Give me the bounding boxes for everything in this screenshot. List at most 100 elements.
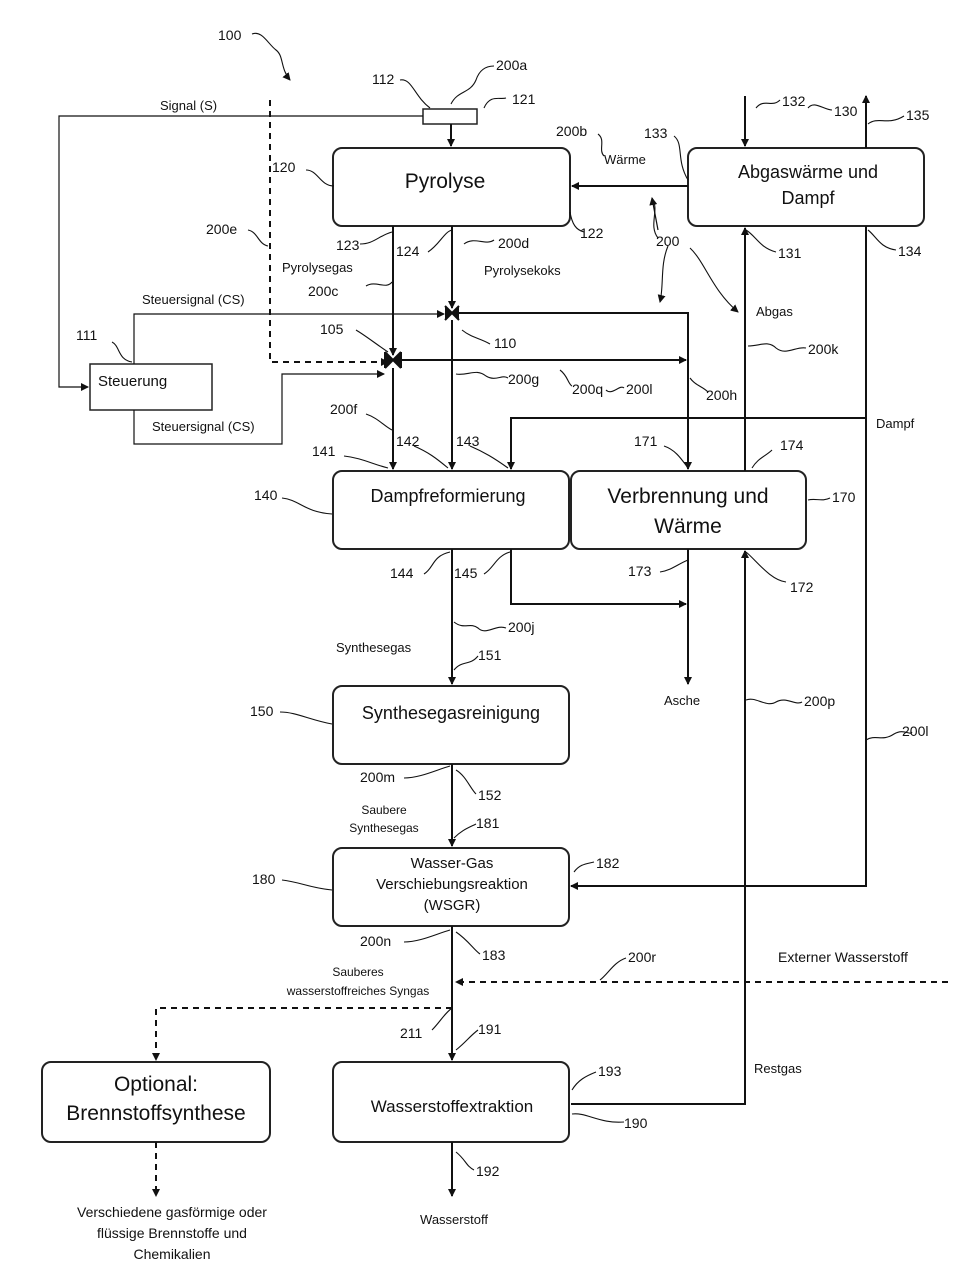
- label-sauberes-line2: wasserstoffreiches Syngas: [286, 984, 430, 998]
- label-waerme: Wärme: [604, 152, 646, 167]
- wsgr-label-line2: Verschiebungsreaktion: [376, 876, 528, 893]
- ref-200r: 200r: [628, 949, 656, 965]
- ref-182: 182: [596, 855, 620, 871]
- ref-200f: 200f: [330, 401, 357, 417]
- ref-152: 152: [478, 787, 502, 803]
- pointer-200-down: [660, 246, 668, 302]
- label-steuersignal-bottom: Steuersignal (CS): [152, 419, 255, 434]
- ref-131: 131: [778, 245, 802, 261]
- label-synthesegas: Synthesegas: [336, 640, 412, 655]
- wsgr-label-line1: Wasser-Gas: [411, 855, 494, 872]
- valve-105-fill: [386, 353, 400, 367]
- label-restgas: Restgas: [754, 1061, 802, 1076]
- label-pyrolysegas: Pyrolysegas: [282, 260, 353, 275]
- ref-200g: 200g: [508, 371, 539, 387]
- ref-190: 190: [624, 1115, 648, 1131]
- ref-105: 105: [320, 321, 344, 337]
- ref-200m: 200m: [360, 769, 395, 785]
- ref-150: 150: [250, 703, 274, 719]
- ref-144: 144: [390, 565, 414, 581]
- ref-200: 200: [656, 233, 680, 249]
- label-signal: Signal (S): [160, 98, 217, 113]
- ref-200n: 200n: [360, 933, 391, 949]
- ref-121: 121: [512, 91, 536, 107]
- label-output-line2: flüssige Brennstoffe und: [97, 1225, 247, 1241]
- label-steuersignal-top: Steuersignal (CS): [142, 292, 245, 307]
- ref-200l-top: 200l: [626, 381, 652, 397]
- label-saubere-line1: Saubere: [361, 803, 407, 817]
- ref-200l-right: 200l: [902, 723, 928, 739]
- label-abgas: Abgas: [756, 304, 793, 319]
- optional-label-line2: Brennstoffsynthese: [66, 1102, 245, 1125]
- ref-122: 122: [580, 225, 604, 241]
- optional-label-line1: Optional:: [114, 1073, 198, 1096]
- ref-193: 193: [598, 1063, 622, 1079]
- ref-174: 174: [780, 437, 804, 453]
- synthesegasreinigung-box: [333, 686, 569, 764]
- flow-145-to-asche: [511, 549, 686, 604]
- abgaswaerme-box: [688, 148, 924, 226]
- label-wasserstoff: Wasserstoff: [420, 1212, 488, 1227]
- ref-134: 134: [898, 243, 922, 259]
- ref-200h: 200h: [706, 387, 737, 403]
- dampfreformierung-box: [333, 471, 569, 549]
- steuerung-label: Steuerung: [98, 373, 167, 390]
- ref-112: 112: [372, 71, 395, 87]
- verbrennung-label-line1: Verbrennung und: [607, 485, 768, 508]
- abgaswaerme-label-line2: Dampf: [781, 188, 835, 208]
- ref-200d: 200d: [498, 235, 529, 251]
- ref-171: 171: [634, 433, 658, 449]
- ref-172: 172: [790, 579, 814, 595]
- pyrolyse-label: Pyrolyse: [405, 170, 486, 193]
- ref-145: 145: [454, 565, 478, 581]
- ref-191: 191: [478, 1021, 502, 1037]
- sensor-112: [423, 109, 477, 124]
- ref-200p: 200p: [804, 693, 835, 709]
- ref-123: 123: [336, 237, 360, 253]
- ref-192: 192: [476, 1163, 500, 1179]
- valve-110-fill: [445, 306, 459, 320]
- ref-100: 100: [218, 27, 242, 43]
- ref-111: 111: [76, 327, 97, 343]
- ref-143: 143: [456, 433, 480, 449]
- ref-130: 130: [834, 103, 858, 119]
- ref-200k: 200k: [808, 341, 839, 357]
- ref-200a: 200a: [496, 57, 527, 73]
- ref-132: 132: [782, 93, 806, 109]
- wasserstoffextraktion-label: Wasserstoffextraktion: [371, 1097, 534, 1116]
- label-pyrolysekoks: Pyrolysekoks: [484, 263, 561, 278]
- label-externer-wasserstoff: Externer Wasserstoff: [778, 949, 908, 965]
- pointer-200-up: [652, 198, 658, 230]
- ref-120: 120: [272, 159, 296, 175]
- ref-200q: 200q: [572, 381, 603, 397]
- ref-183: 183: [482, 947, 506, 963]
- synthesegasreinigung-label: Synthesegasreinigung: [362, 703, 540, 723]
- ref-135: 135: [906, 107, 930, 123]
- ref-141: 141: [312, 443, 336, 459]
- flow-restgas: [571, 551, 745, 1104]
- ref-173: 173: [628, 563, 652, 579]
- ref-200c: 200c: [308, 283, 338, 299]
- ref-140: 140: [254, 487, 278, 503]
- ref-200b: 200b: [556, 123, 587, 139]
- label-asche: Asche: [664, 693, 700, 708]
- ref-124: 124: [396, 243, 420, 259]
- ref-181: 181: [476, 815, 500, 831]
- ref-170: 170: [832, 489, 856, 505]
- dampfreformierung-label: Dampfreformierung: [370, 486, 525, 506]
- ref-133: 133: [644, 125, 668, 141]
- label-sauberes-line1: Sauberes: [332, 965, 383, 979]
- pointer-200-right: [690, 248, 738, 312]
- ref-200j: 200j: [508, 619, 534, 635]
- verbrennung-label-line2: Wärme: [654, 515, 722, 538]
- wsgr-label-line3: (WSGR): [424, 897, 481, 914]
- ref-142: 142: [396, 433, 420, 449]
- ref-151: 151: [478, 647, 502, 663]
- label-output-line1: Verschiedene gasförmige oder: [77, 1204, 267, 1220]
- label-dampf: Dampf: [876, 416, 915, 431]
- ref-180: 180: [252, 871, 276, 887]
- label-output-line3: Chemikalien: [133, 1246, 210, 1262]
- pointer-100: [252, 33, 290, 80]
- ref-211: 211: [400, 1025, 423, 1041]
